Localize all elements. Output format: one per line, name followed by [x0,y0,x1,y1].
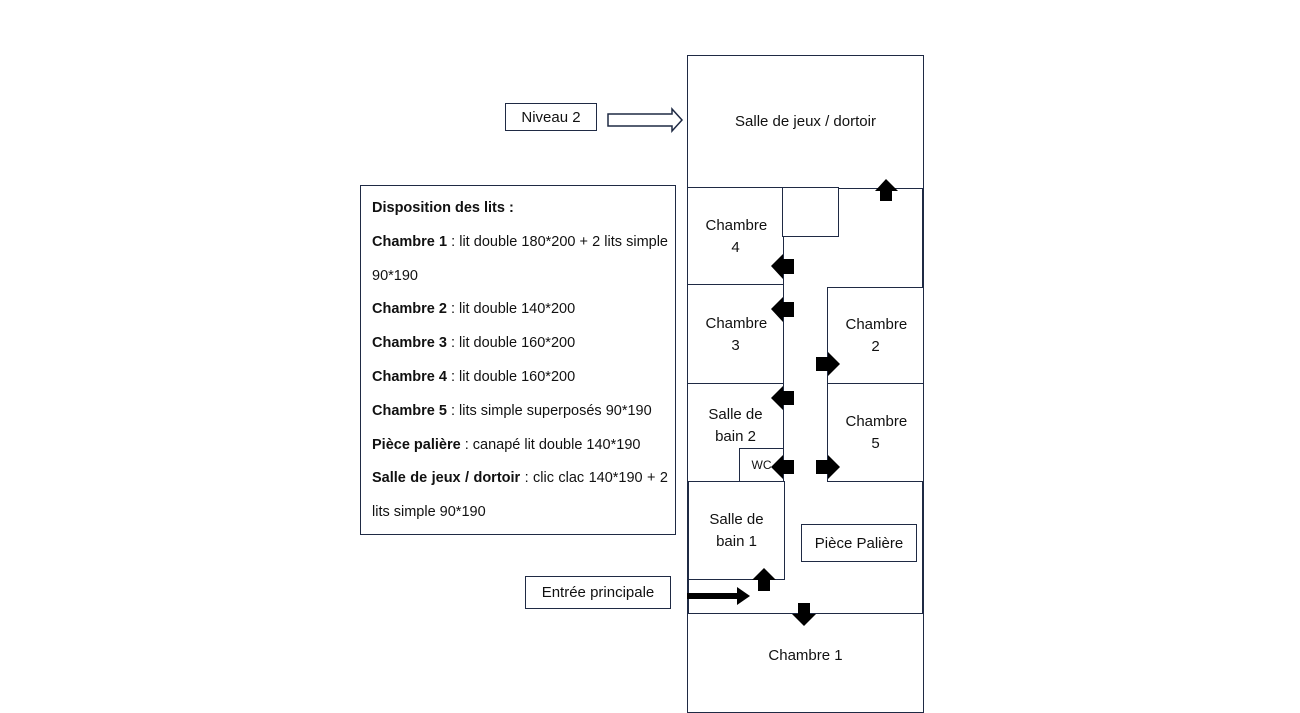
label-piece-paliere: Pièce Palière [801,524,917,562]
legend-item-chambre-2: Chambre 2 : lit double 140*200 [372,301,576,318]
room-salle-de-jeux: Salle de jeux / dortoir [687,55,924,189]
legend-item-chambre-5: Chambre 5 : lits simple superposés 90*19… [372,402,652,419]
closet [782,187,839,237]
room-label: Salle de bain 2 [708,406,763,445]
arrow-right-icon [737,587,750,605]
legend-item-salle-de-jeux: Salle de jeux / dortoir : clic clac 140*… [372,470,668,521]
room-label: Salle de bain 1 [709,510,764,550]
legend-item-chambre-4: Chambre 4 : lit double 160*200 [372,368,576,385]
arrow-left-icon [771,455,794,479]
room-chambre-3: Chambre 3 [687,284,784,385]
room-chambre-2: Chambre 2 [827,287,924,385]
room-label: Salle de jeux / dortoir [735,113,876,130]
room-label: Chambre 3 [705,314,768,354]
room-label: Chambre 1 [768,646,843,664]
arrow-left-icon [771,386,794,410]
level-label: Niveau 2 [505,103,597,131]
room-label: Chambre 2 [845,316,908,355]
room-label: WC [751,458,772,472]
legend-title: Disposition des lits : [372,200,514,216]
arrow-down-icon [792,603,816,626]
arrow-up-icon [752,568,776,591]
arrow-up-icon [875,179,898,201]
room-chambre-4: Chambre 4 [687,187,784,286]
room-salle-de-bain-1: Salle de bain 1 [688,481,785,580]
room-label: Chambre 5 [845,412,908,452]
legend-item-chambre-3: Chambre 3 : lit double 160*200 [372,335,576,352]
entrance-arrow-shaft [687,593,737,599]
legend-item-piece-paliere: Pièce palière : canapé lit double 140*19… [372,436,641,453]
legend-item-chambre-1: Chambre 1 : lit double 180*200 + 2 lits … [372,233,668,284]
label-entree-principale: Entrée principale [525,576,671,609]
outline-arrow-right-icon [607,107,684,133]
arrow-left-icon [771,254,794,279]
arrow-right-icon [816,455,840,479]
room-chambre-5: Chambre 5 [827,383,924,482]
arrow-right-icon [816,352,840,376]
bed-layout-legend: Disposition des lits : Chambre 1 : lit d… [360,185,676,535]
arrow-left-icon [771,297,794,322]
room-label: Chambre 4 [705,216,768,256]
